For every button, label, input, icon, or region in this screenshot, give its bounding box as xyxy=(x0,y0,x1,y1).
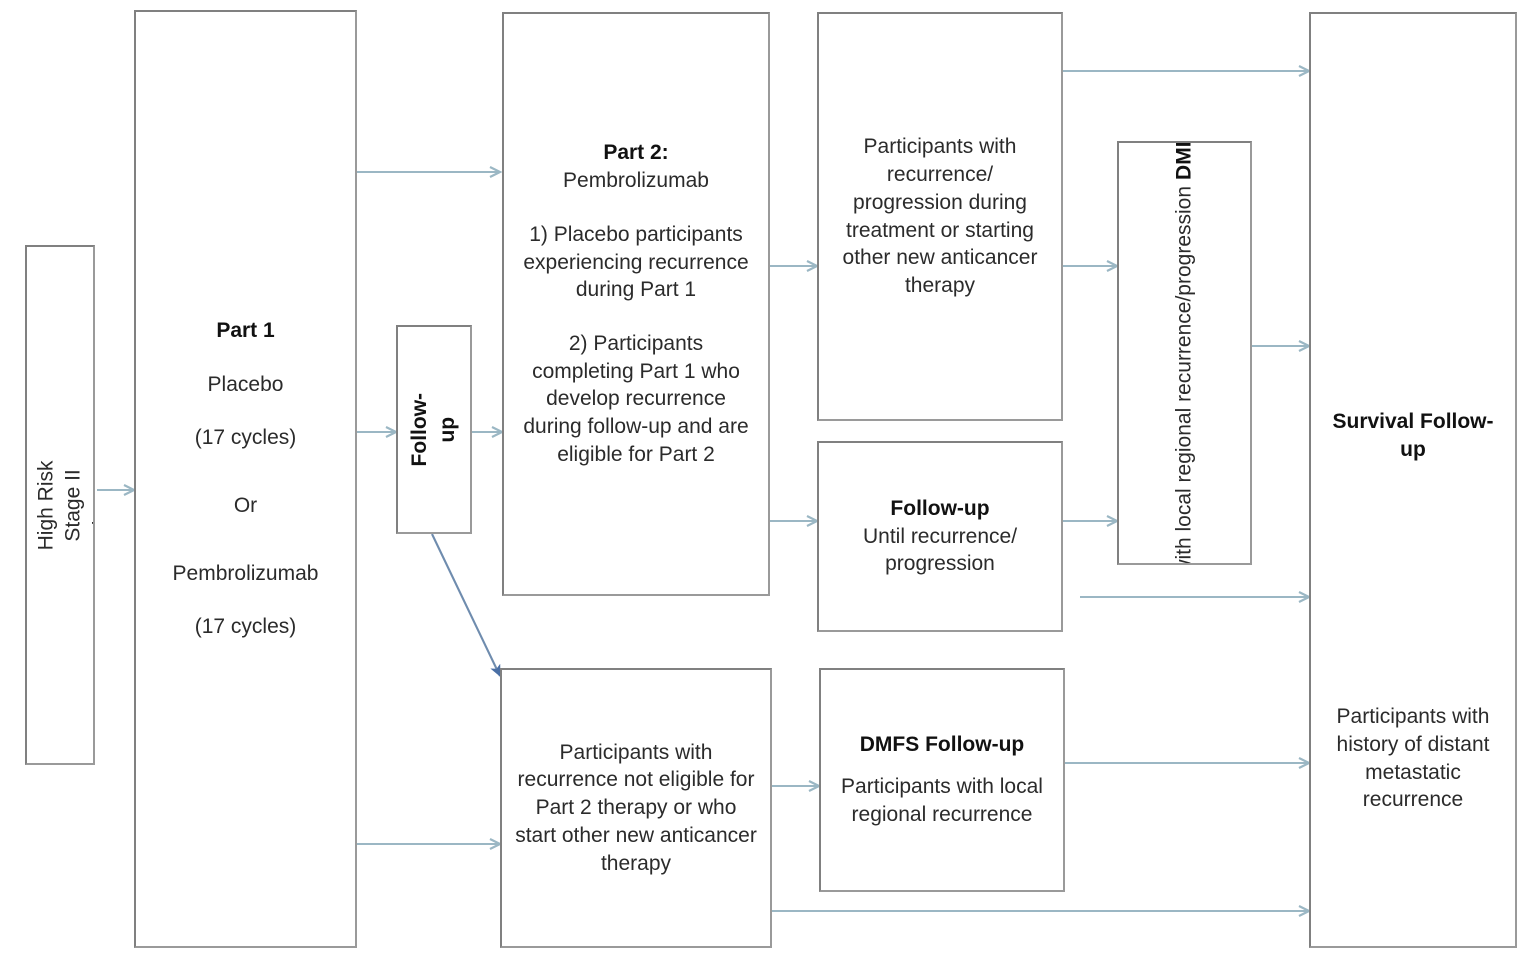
part1-line1: Placebo xyxy=(207,372,284,396)
part1-line3: Or xyxy=(233,494,258,517)
spacer xyxy=(142,587,349,613)
dmfs-bottom-body: Participants with local regional recurre… xyxy=(841,775,1043,826)
part2-subheading: Pembrolizumab xyxy=(563,169,709,193)
box-part2[interactable]: Part 2: Pembrolizumab 1) Placebo partici… xyxy=(502,12,770,596)
box-not-eligible[interactable]: Participants with recurrence not eligibl… xyxy=(500,668,772,948)
followup-vertical-label: Follow-up xyxy=(408,392,460,467)
spacer xyxy=(1323,146,1503,408)
survival-body: Participants with history of distant met… xyxy=(1336,705,1490,812)
box-survival-followup[interactable]: Survival Follow-up Participants with his… xyxy=(1309,12,1517,948)
box-followup-vertical[interactable]: Follow-up xyxy=(396,325,472,534)
box-part1[interactable]: Part 1 Placebo (17 cycles) Or Pembrolizu… xyxy=(134,10,357,948)
box-enrollment[interactable]: Resected High Risk Stage II Melanoma xyxy=(25,245,95,765)
followup-until-body: Until recurrence/ progression xyxy=(862,524,1018,576)
box-dmfs-followup-bottom[interactable]: DMFS Follow-up Participants with local r… xyxy=(819,668,1065,892)
not-eligible-body: Participants with recurrence not eligibl… xyxy=(515,740,757,875)
dmfs-vertical-body: Participants with local regional recurre… xyxy=(1172,186,1196,565)
spacer xyxy=(142,520,349,560)
part1-line2: (17 cycles) xyxy=(194,426,297,450)
spacer xyxy=(1323,463,1503,703)
dmfs-bottom-heading: DMFS Follow-up xyxy=(859,733,1025,757)
spacer xyxy=(833,759,1051,773)
survival-heading: Survival Follow-up xyxy=(1332,409,1494,461)
spacer xyxy=(142,345,349,371)
followup-until-heading: Follow-up xyxy=(890,496,990,520)
spacer xyxy=(518,195,754,221)
part1-line4: Pembrolizumab xyxy=(172,561,319,585)
spacer xyxy=(518,304,754,330)
part1-heading: Part 1 xyxy=(216,318,275,342)
box-dmfs-followup-vertical[interactable]: DMFS Follow-up Participants with local r… xyxy=(1117,141,1252,565)
enrollment-label: Resected High Risk Stage II Melanoma xyxy=(25,455,95,555)
spacer xyxy=(142,398,349,424)
part2-item1: 1) Placebo participants experiencing rec… xyxy=(523,222,749,302)
connector-followup-to-not-eligible xyxy=(431,533,501,677)
box-recurrence-during-treatment[interactable]: Participants with recurrence/ progressio… xyxy=(817,12,1063,421)
box-followup-until-recurrence[interactable]: Follow-up Until recurrence/ progression xyxy=(817,441,1063,632)
part2-heading: Part 2: xyxy=(603,141,669,165)
recurrence-body: Participants with recurrence/ progressio… xyxy=(842,135,1038,297)
part2-item2: 2) Participants completing Part 1 who de… xyxy=(523,332,749,466)
spacer xyxy=(142,452,349,492)
dmfs-vertical-heading: DMFS Follow-up xyxy=(1171,143,1199,180)
part1-line5: (17 cycles) xyxy=(194,615,297,639)
